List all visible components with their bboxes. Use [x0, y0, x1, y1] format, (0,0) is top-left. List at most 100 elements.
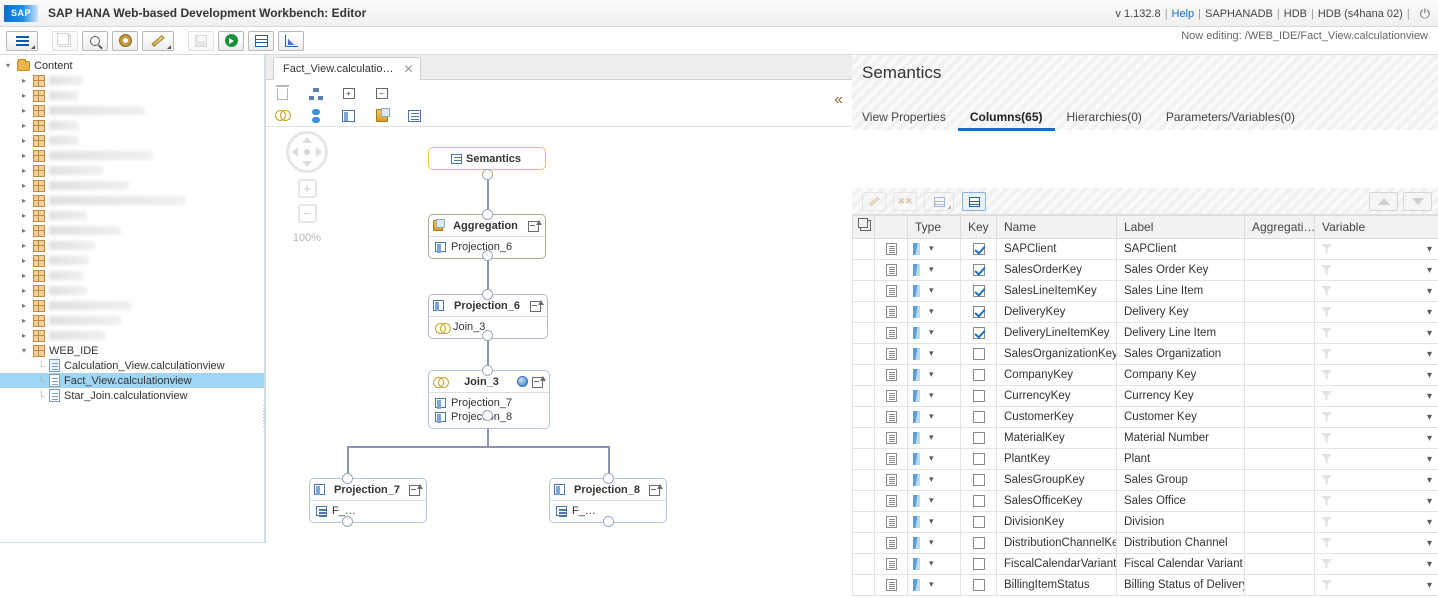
row-variable-cell[interactable]: ▾	[1315, 554, 1438, 575]
chevron-down-icon[interactable]: ▾	[929, 474, 934, 485]
chevron-down-icon[interactable]: ▾	[929, 243, 934, 254]
filter-icon[interactable]	[1321, 244, 1332, 254]
row-key-cell[interactable]	[961, 239, 997, 260]
row-name-cell[interactable]: PlantKey	[997, 449, 1117, 470]
filter-icon[interactable]	[1321, 412, 1332, 422]
chevron-down-icon[interactable]: ▾	[1427, 475, 1432, 486]
row-label-cell[interactable]: Sales Office	[1117, 491, 1245, 512]
row-name-cell[interactable]: SalesOfficeKey	[997, 491, 1117, 512]
row-label-cell[interactable]: Sales Group	[1117, 470, 1245, 491]
tree-item-package[interactable]: ▸	[0, 103, 264, 118]
node-port-projection8-out[interactable]	[603, 516, 614, 527]
key-checkbox[interactable]	[973, 432, 985, 444]
row-detail-cell[interactable]	[875, 554, 908, 575]
row-aggregation-cell[interactable]	[1245, 533, 1315, 554]
row-name-cell[interactable]: DivisionKey	[997, 512, 1117, 533]
add-aggregation-button[interactable]	[373, 107, 390, 124]
row-variable-cell[interactable]: ▾	[1315, 470, 1438, 491]
expand-arrow-icon[interactable]: ▸	[22, 181, 33, 190]
node-port-aggregation-in[interactable]	[482, 209, 493, 220]
row-label-cell[interactable]: Currency Key	[1117, 386, 1245, 407]
filter-icon[interactable]	[1321, 559, 1332, 569]
assign-semantics-button[interactable]	[924, 192, 954, 211]
row-key-cell[interactable]	[961, 302, 997, 323]
chevron-down-icon[interactable]: ▾	[929, 327, 934, 338]
pan-center-icon[interactable]	[304, 149, 310, 155]
expand-arrow-icon[interactable]: ▸	[22, 316, 33, 325]
pan-up-icon[interactable]	[302, 137, 312, 143]
filter-icon[interactable]	[1321, 370, 1332, 380]
graph-node-semantics[interactable]: Semantics	[428, 147, 546, 170]
row-label-cell[interactable]: Customer Key	[1117, 407, 1245, 428]
row-select-cell[interactable]	[853, 407, 875, 428]
chevron-down-icon[interactable]: ▾	[1427, 307, 1432, 318]
chevron-down-icon[interactable]: ▾	[1427, 370, 1432, 381]
chevron-down-icon[interactable]: ▾	[929, 453, 934, 464]
filter-icon[interactable]	[1321, 475, 1332, 485]
row-name-cell[interactable]: SalesOrderKey	[997, 260, 1117, 281]
key-checkbox[interactable]	[973, 516, 985, 528]
row-select-cell[interactable]	[853, 491, 875, 512]
key-checkbox[interactable]	[973, 327, 985, 339]
row-label-cell[interactable]: Distribution Channel	[1117, 533, 1245, 554]
row-label-cell[interactable]: SAPClient	[1117, 239, 1245, 260]
graph-canvas[interactable]: + − 100% Semantics Aggregation	[266, 127, 853, 543]
canvas-navigation-control[interactable]: + − 100%	[280, 131, 334, 244]
pan-right-icon[interactable]	[316, 147, 322, 157]
row-name-cell[interactable]: BillingItemStatus	[997, 575, 1117, 596]
row-aggregation-cell[interactable]	[1245, 344, 1315, 365]
node-port-projection6-in[interactable]	[482, 289, 493, 300]
row-detail-cell[interactable]	[875, 386, 908, 407]
row-type-cell[interactable]: ▾	[908, 239, 961, 260]
auto-assign-button[interactable]	[962, 192, 986, 211]
column-header-type[interactable]: Type	[908, 216, 961, 239]
row-detail-cell[interactable]	[875, 323, 908, 344]
key-checkbox[interactable]	[973, 579, 985, 591]
filter-icon[interactable]	[1321, 454, 1332, 464]
row-type-cell[interactable]: ▾	[908, 344, 961, 365]
row-aggregation-cell[interactable]	[1245, 407, 1315, 428]
node-child-item[interactable]: F_…	[316, 504, 422, 518]
remove-column-button[interactable]: ✖✖	[893, 192, 917, 211]
key-checkbox[interactable]	[973, 453, 985, 465]
column-header-variable[interactable]: Variable	[1315, 216, 1438, 239]
chevron-down-icon[interactable]: ▾	[1427, 433, 1432, 444]
filter-icon[interactable]	[1321, 328, 1332, 338]
expand-arrow-icon[interactable]: ▸	[22, 121, 33, 130]
zoom-out-button[interactable]: −	[298, 204, 317, 223]
chevron-down-icon[interactable]: ▾	[1427, 496, 1432, 507]
column-detail-icon[interactable]	[886, 327, 897, 339]
row-select-cell[interactable]	[853, 386, 875, 407]
tree-item-package[interactable]: ▸	[0, 253, 264, 268]
select-all-icon[interactable]	[860, 220, 871, 231]
row-label-cell[interactable]: Sales Line Item	[1117, 281, 1245, 302]
data-preview-button[interactable]	[248, 31, 274, 51]
row-key-cell[interactable]	[961, 281, 997, 302]
row-select-cell[interactable]	[853, 260, 875, 281]
chevron-down-icon[interactable]: ▾	[929, 516, 934, 527]
key-checkbox[interactable]	[973, 411, 985, 423]
chevron-down-icon[interactable]: ▾	[1427, 286, 1432, 297]
row-type-cell[interactable]: ▾	[908, 428, 961, 449]
column-detail-icon[interactable]	[886, 453, 897, 465]
expand-arrow-icon[interactable]: ▾	[22, 346, 33, 355]
node-port-projection8-in[interactable]	[603, 473, 614, 484]
row-variable-cell[interactable]: ▾	[1315, 281, 1438, 302]
row-name-cell[interactable]: MaterialKey	[997, 428, 1117, 449]
node-header[interactable]: Semantics	[429, 148, 545, 169]
row-type-cell[interactable]: ▾	[908, 470, 961, 491]
column-detail-icon[interactable]	[886, 285, 897, 297]
expand-arrow-icon[interactable]: ▸	[22, 166, 33, 175]
expand-arrow-icon[interactable]: ▸	[22, 286, 33, 295]
chevron-down-icon[interactable]: ▾	[1427, 454, 1432, 465]
chevron-down-icon[interactable]: ▾	[1427, 391, 1432, 402]
row-aggregation-cell[interactable]	[1245, 365, 1315, 386]
